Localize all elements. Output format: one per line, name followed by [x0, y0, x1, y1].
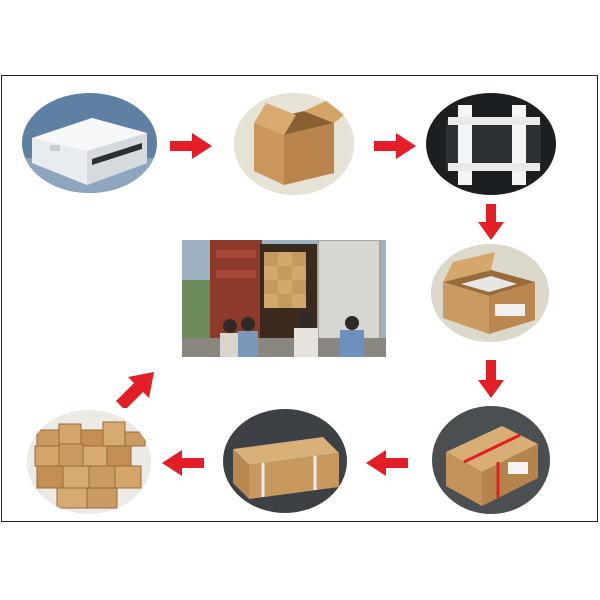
arrow-down-icon	[478, 204, 504, 240]
sealed-strapped-box-icon	[432, 406, 550, 514]
foam-protected-printer-icon	[426, 93, 556, 195]
empty-carton-icon	[234, 93, 354, 195]
arrow-up-right	[116, 372, 154, 408]
container-loading-photo	[182, 240, 386, 357]
step-wrapped-box	[223, 409, 347, 513]
step-empty-carton	[234, 93, 354, 195]
arrow-right-icon	[170, 133, 212, 159]
container-loading-photo-icon	[182, 240, 386, 357]
arrow-down-2	[478, 360, 504, 398]
stacked-cartons-icon	[27, 410, 151, 514]
step-stacked-cartons	[27, 410, 151, 514]
step-printer	[22, 93, 157, 193]
arrow-right-1	[170, 133, 212, 159]
wrapped-shipping-box-icon	[223, 409, 347, 513]
step-sealed-box	[432, 406, 550, 514]
arrow-left-icon	[162, 450, 204, 476]
arrow-up-right-icon	[116, 372, 154, 408]
arrow-left-icon	[366, 450, 408, 476]
arrow-right-icon	[374, 133, 416, 159]
arrow-left-2	[162, 450, 204, 476]
arrow-right-2	[374, 133, 416, 159]
printer-machine-icon	[22, 93, 157, 193]
printer-in-carton-icon	[431, 244, 549, 342]
step-foam-protected	[426, 93, 556, 195]
arrow-left-1	[366, 450, 408, 476]
arrow-down-icon	[478, 360, 504, 398]
arrow-down-1	[478, 204, 504, 240]
step-printer-in-carton	[431, 244, 549, 342]
